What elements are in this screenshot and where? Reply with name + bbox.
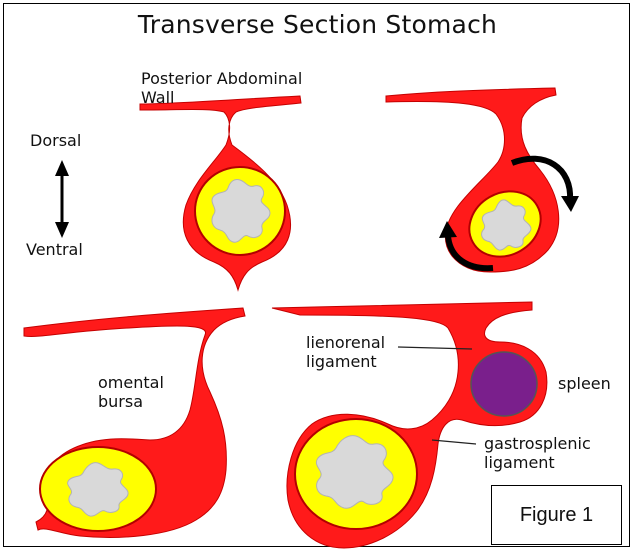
spleen-shape [471,352,537,416]
figure-label: Figure 1 [520,504,593,527]
label-ventral: Ventral [26,240,83,259]
arrow-head-down [55,222,69,238]
panel-1-initial-position [140,96,301,290]
panel-2-mesentery [386,88,559,272]
dorsal-ventral-arrow [55,160,69,238]
arrow-head-up [55,160,69,176]
label-spleen: spleen [558,374,611,393]
panel-3-omental-bursa [24,308,245,537]
panel-2-rotation [386,88,579,272]
label-omental-bursa: omental bursa [98,373,164,411]
label-gastrosplenic-ligament: gastrosplenic ligament [484,434,591,472]
figure-label-box: Figure 1 [491,485,622,545]
label-posterior-abdominal-wall: Posterior Abdominal Wall [141,69,302,107]
label-dorsal: Dorsal [30,131,81,150]
label-lienorenal-ligament: lienorenal ligament [306,333,385,371]
rotation-arrow-upper-head [561,196,579,212]
diagram-title: Transverse Section Stomach [0,10,635,39]
